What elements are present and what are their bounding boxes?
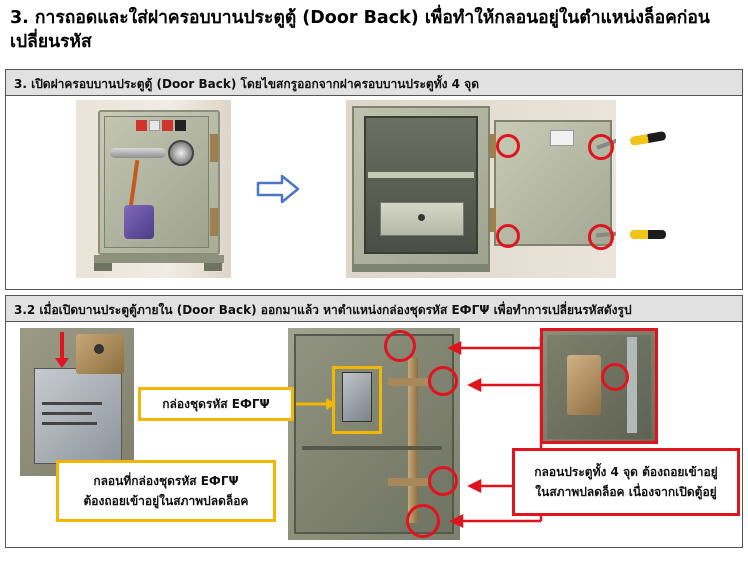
- combination-dial: [168, 140, 194, 166]
- safe-door: [104, 116, 209, 248]
- door-handle: [110, 148, 166, 158]
- bolt-highlight: [406, 504, 440, 538]
- hinge: [210, 208, 218, 236]
- door-sticker: [550, 130, 574, 146]
- door-bolts-label: กลอนประตูทั้ง 4 จุด ต้องถอยเข้าอยู่ ในสภ…: [512, 448, 740, 516]
- combination-bolt-label-line2: ต้องถอยเข้าอยู่ในสภาพปลดล็อค: [83, 494, 249, 508]
- door-bolt-closeup-photo: [540, 328, 658, 444]
- bolt-bracket: [76, 334, 124, 374]
- bolt-linkage: [388, 478, 428, 486]
- combination-box: [342, 372, 372, 422]
- down-arrow-icon: [60, 332, 64, 364]
- bolt-linkage: [388, 378, 428, 386]
- combination-box-label-text: กล่องชุดรหัส EФГΨ: [162, 397, 270, 411]
- combination-box-closeup-photo: [20, 328, 134, 476]
- door-interior-photo: [288, 328, 460, 540]
- key-tag: [124, 205, 154, 239]
- closed-safe-photo: [76, 100, 231, 278]
- section-header: 3.2 เมื่อเปิดบานประตูตู้ภายใน (Door Back…: [6, 296, 742, 322]
- right-arrow-icon: [256, 174, 300, 204]
- hinge: [490, 208, 496, 232]
- label-pointer-arrow: [296, 398, 336, 410]
- open-safe-photo: [346, 100, 616, 278]
- screw-highlight: [496, 134, 520, 158]
- bolt-highlight: [601, 363, 629, 391]
- screwdriver-handle: [630, 230, 666, 239]
- safe-shelf: [368, 172, 474, 178]
- screw-highlight: [588, 224, 614, 250]
- bolt-bar: [627, 337, 637, 433]
- combination-box-highlight: [332, 366, 382, 434]
- label-sticker: [175, 120, 186, 131]
- combination-bolt-label-line1: กลอนที่กล่องชุดรหัส EФГΨ: [93, 474, 239, 488]
- page-title: 3. การถอดและใส่ฝาครอบบานประตูตู้ (Door B…: [10, 8, 710, 52]
- screwdriver-handle: [629, 130, 667, 147]
- bolt-bar: [408, 358, 418, 523]
- door-bolt: [567, 355, 601, 415]
- safe-feet: [94, 255, 224, 263]
- combination-box-plate: [34, 368, 122, 464]
- screw-highlight: [588, 134, 614, 160]
- bolt-highlight: [428, 466, 458, 496]
- label-sticker: [136, 120, 147, 131]
- screw-highlight: [496, 224, 520, 248]
- combination-bolt-label: กลอนที่กล่องชุดรหัส EФГΨ ต้องถอยเข้าอยู่…: [56, 460, 276, 522]
- hinge: [210, 134, 218, 162]
- hinge: [490, 134, 496, 158]
- door-bolts-label-line2: ในสภาพปลดล็อค เนื่องจากเปิดตู้อยู่: [535, 485, 717, 499]
- section-open-door-back: 3. เปิดฝาครอบบานประตูตู้ (Door Back) โดย…: [5, 69, 743, 290]
- section-header: 3. เปิดฝาครอบบานประตูตู้ (Door Back) โดย…: [6, 70, 742, 96]
- label-sticker: [162, 120, 173, 131]
- label-sticker: [149, 120, 160, 131]
- section-locate-combination-box: 3.2 เมื่อเปิดบานประตูตู้ภายใน (Door Back…: [5, 295, 743, 548]
- combination-box-label: กล่องชุดรหัส EФГΨ: [138, 387, 294, 421]
- bolt-highlight: [384, 330, 416, 362]
- door-bolts-label-line1: กลอนประตูทั้ง 4 จุด ต้องถอยเข้าอยู่: [534, 465, 718, 479]
- bolt-highlight: [428, 366, 458, 396]
